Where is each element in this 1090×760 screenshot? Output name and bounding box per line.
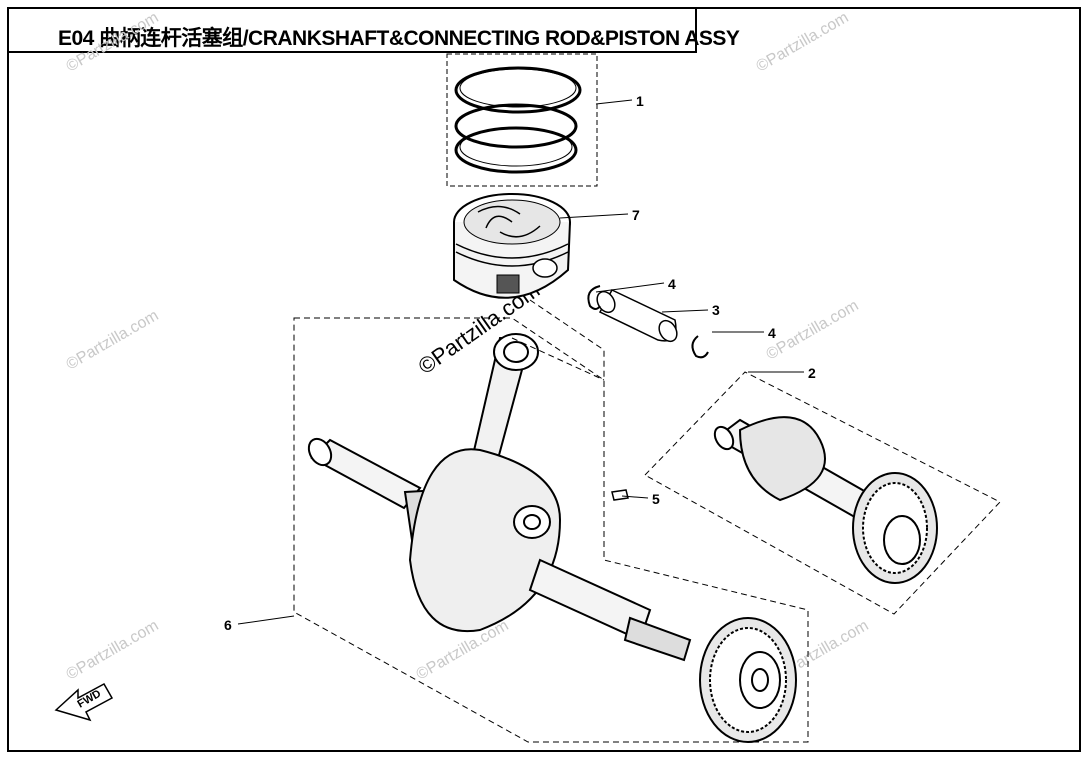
fwd-arrow: FWD bbox=[54, 682, 114, 722]
callout-4: 4 bbox=[668, 276, 676, 292]
crankshaft-dashed-box bbox=[293, 317, 809, 743]
callout-2: 2 bbox=[808, 365, 816, 381]
woodruff-key bbox=[611, 489, 629, 501]
page-title: E04 曲柄连杆活塞组/CRANKSHAFT&CONNECTING ROD&PI… bbox=[58, 27, 740, 50]
watermark-text: ©Partzilla.com bbox=[64, 617, 162, 683]
title-block bbox=[7, 7, 697, 53]
leader-lines bbox=[237, 99, 804, 625]
callout-3: 3 bbox=[712, 302, 720, 318]
callout-5: 5 bbox=[652, 491, 660, 507]
balancer-dashed-box bbox=[644, 371, 1001, 615]
callout-7: 7 bbox=[632, 207, 640, 223]
callout-1: 1 bbox=[636, 93, 644, 109]
circlip-left bbox=[587, 285, 601, 310]
watermark-text: ©Partzilla.com bbox=[754, 9, 852, 75]
piston-rings bbox=[446, 53, 598, 187]
rings-dashed-box bbox=[446, 53, 598, 187]
crankshaft bbox=[307, 437, 692, 662]
watermark-text: ©Partzilla.com bbox=[764, 297, 862, 363]
callout-labels: 1 7 4 3 4 2 5 6 bbox=[224, 93, 816, 633]
drawing-frame bbox=[7, 7, 1081, 752]
callout-6: 6 bbox=[224, 617, 232, 633]
circlip-right bbox=[691, 335, 709, 359]
crank-gear bbox=[699, 617, 797, 743]
watermark-text: ©Partzilla.com bbox=[64, 9, 162, 75]
callout-4b: 4 bbox=[768, 325, 776, 341]
piston bbox=[453, 193, 571, 299]
watermark-text: ©Partzilla.com bbox=[64, 307, 162, 373]
piston-pin bbox=[596, 289, 678, 343]
balancer-shaft bbox=[713, 416, 938, 584]
